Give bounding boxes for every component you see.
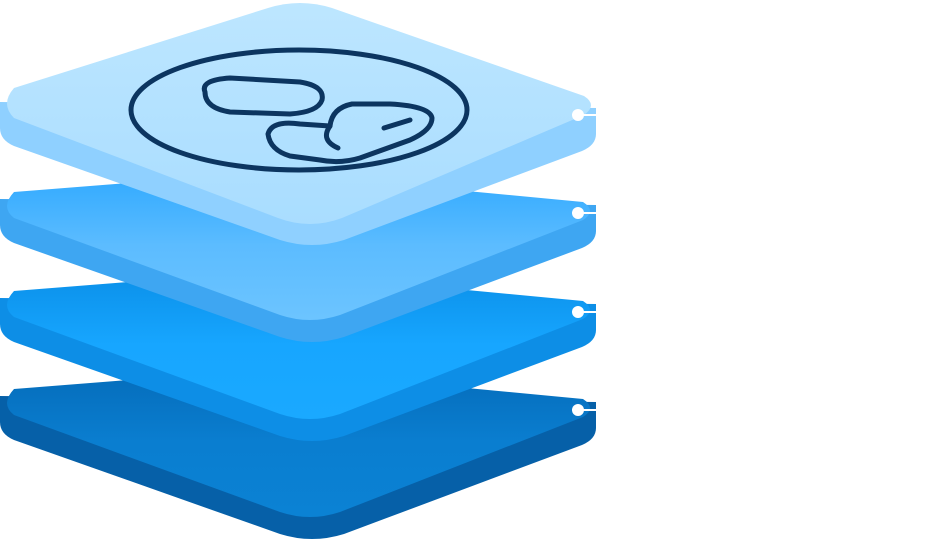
layer-2-top xyxy=(7,171,590,320)
person-body-icon xyxy=(265,101,435,165)
layer-4-bottom xyxy=(0,368,596,539)
connector-1 xyxy=(572,109,596,121)
icon-ring xyxy=(128,47,470,173)
connector-dot xyxy=(572,207,584,219)
layer-3-top xyxy=(7,270,590,419)
connector-dot xyxy=(572,404,584,416)
layer-2 xyxy=(0,171,596,342)
layer-3 xyxy=(0,270,596,441)
person-detail-icon xyxy=(323,117,413,151)
connector-4 xyxy=(572,404,596,416)
person-head-icon xyxy=(201,75,325,117)
layer-4-top xyxy=(7,368,590,517)
connector-2 xyxy=(572,207,596,219)
connector-dot xyxy=(572,109,584,121)
connectors xyxy=(572,109,596,416)
user-group-icon xyxy=(128,47,470,173)
connector-dot xyxy=(572,306,584,318)
connector-3 xyxy=(572,306,596,318)
